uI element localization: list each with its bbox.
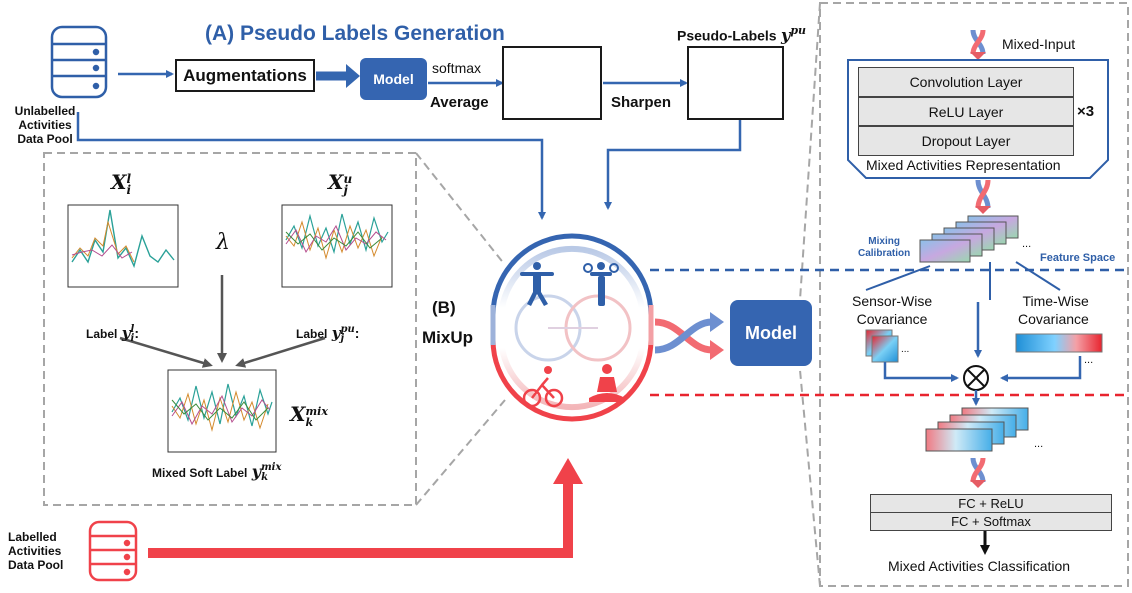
stretching-person-icon xyxy=(520,262,554,306)
x-labelled-sup: l xyxy=(126,171,132,186)
x-unlabelled-sup: u xyxy=(343,171,353,186)
times-three-label: ×3 xyxy=(1077,103,1095,120)
fc-softmax-layer: FC + Softmax xyxy=(870,512,1112,531)
cycling-icon xyxy=(522,366,564,408)
dropout-layer: Dropout Layer xyxy=(858,126,1074,156)
time-covariance-tiles xyxy=(1015,333,1103,353)
x-labelled-sub: i xyxy=(126,182,132,197)
labelled-pool-line-3: Data Pool xyxy=(8,558,64,572)
pseudo-labels-title: Pseudo-Labels ypu xyxy=(677,24,806,45)
section-b-title: (B) xyxy=(432,298,456,317)
x-mix-sup: mix xyxy=(305,404,328,418)
x-unlabelled-base: X xyxy=(328,170,344,194)
label-pseudo-colon: : xyxy=(354,325,360,341)
time-series-plot-unlabelled xyxy=(281,204,393,288)
mixing-calibration-line-1: Mixing xyxy=(868,236,900,247)
pseudo-labels-superscript: pu xyxy=(790,24,807,37)
convolution-layer: Convolution Layer xyxy=(858,67,1074,97)
unlabelled-pool-line-3: Data Pool xyxy=(17,132,73,146)
average-label: Average xyxy=(430,94,489,111)
model-detail-frame xyxy=(819,2,1129,587)
time-dots: ... xyxy=(1084,354,1094,366)
sensor-wise-line-1: Sensor-Wise xyxy=(852,293,933,309)
gymnast-rings-icon xyxy=(583,262,619,306)
mixed-soft-label-text: Mixed Soft Label xyxy=(152,466,248,480)
unlabelled-pool-label: Unlabelled Activities Data Pool xyxy=(6,104,84,146)
time-wise-label: Time-Wise Covariance xyxy=(1018,292,1089,328)
otimes-icon xyxy=(963,365,989,391)
time-wise-line-2: Covariance xyxy=(1018,311,1089,327)
mixed-input-arrow-icon xyxy=(970,29,986,60)
average-chart-box xyxy=(502,46,602,120)
feature-dots: ... xyxy=(1022,238,1032,250)
time-series-plot-labelled xyxy=(67,204,179,288)
mixed-soft-label-symbol: y xyxy=(251,462,262,481)
stack-dots: ... xyxy=(1034,438,1044,450)
mix-cross-arrows-icon xyxy=(654,312,724,360)
time-wise-line-1: Time-Wise xyxy=(1022,293,1089,309)
sensor-covariance-tiles xyxy=(865,329,899,363)
label-labelled-colon: : xyxy=(134,325,139,341)
sensor-wise-label: Sensor-Wise Covariance xyxy=(852,292,932,328)
sensor-dots: ... xyxy=(901,344,910,355)
labelled-pool-line-2: Activities xyxy=(8,544,62,558)
fc-relu-layer: FC + ReLU xyxy=(870,494,1112,513)
sharpen-label: Sharpen xyxy=(611,94,672,111)
label-labelled-symbol: y xyxy=(121,324,131,342)
mixed-input-label: Mixed-Input xyxy=(1002,36,1076,52)
feature-space-stack xyxy=(865,215,1061,300)
lambda-symbol: λ xyxy=(216,230,230,255)
mixing-calibration-label: Mixing Calibration xyxy=(858,236,910,260)
section-a-title: (A) Pseudo Labels Generation xyxy=(205,22,505,45)
mixup-circle xyxy=(490,233,654,422)
mixup-label: MixUp xyxy=(422,328,473,347)
pseudo-labels-symbol: y xyxy=(781,25,791,45)
x-mix-sub: k xyxy=(305,415,314,429)
label-labelled-sub: i xyxy=(130,332,135,344)
meditation-icon xyxy=(589,364,625,402)
classification-label: Mixed Activities Classification xyxy=(888,558,1071,574)
mixing-calibration-line-2: Calibration xyxy=(858,248,911,259)
mixed-soft-label-sub: k xyxy=(261,471,269,483)
unlabelled-pool-line-1: Unlabelled xyxy=(14,104,76,118)
pseudo-model-box: Model xyxy=(360,58,427,100)
feature-space-label: Feature Space xyxy=(1040,252,1116,264)
sharpen-chart-box xyxy=(687,46,784,120)
sensor-wise-line-2: Covariance xyxy=(856,311,928,327)
softmax-label: softmax xyxy=(432,60,482,76)
mixed-soft-label-sup: mix xyxy=(261,461,282,473)
label-labelled-text: Label xyxy=(86,327,118,341)
x-unlabelled-sub: j xyxy=(343,182,348,197)
time-series-plot-mixed xyxy=(167,369,277,453)
labelled-pool-label: Labelled Activities Data Pool xyxy=(8,530,84,572)
label-pseudo-symbol: y xyxy=(331,324,341,342)
labelled-pool-line-1: Labelled xyxy=(8,530,57,544)
label-pseudo-sub: j xyxy=(340,332,345,344)
label-pseudo-sup: pu xyxy=(340,323,355,335)
labelled-database-icon xyxy=(88,520,138,582)
classification-arrow-icon xyxy=(970,457,986,488)
pseudo-labels-text: Pseudo-Labels xyxy=(677,27,777,44)
center-model-box: Model xyxy=(730,300,812,366)
representation-label: Mixed Activities Representation xyxy=(866,157,1061,173)
representation-arrow-icon xyxy=(975,179,991,214)
calibrated-feature-stack xyxy=(925,407,1029,452)
unlabelled-pool-line-2: Activities xyxy=(18,118,72,132)
unlabelled-database-icon xyxy=(50,25,108,99)
augmentations-box: Augmentations xyxy=(175,59,315,92)
label-pseudo-text: Label xyxy=(296,327,328,341)
mixup-detail-frame xyxy=(43,152,417,506)
label-labelled-sup: l xyxy=(130,323,135,335)
x-mix-base: X xyxy=(290,402,306,426)
relu-layer: ReLU Layer xyxy=(858,97,1074,126)
x-labelled-base: X xyxy=(111,170,127,194)
